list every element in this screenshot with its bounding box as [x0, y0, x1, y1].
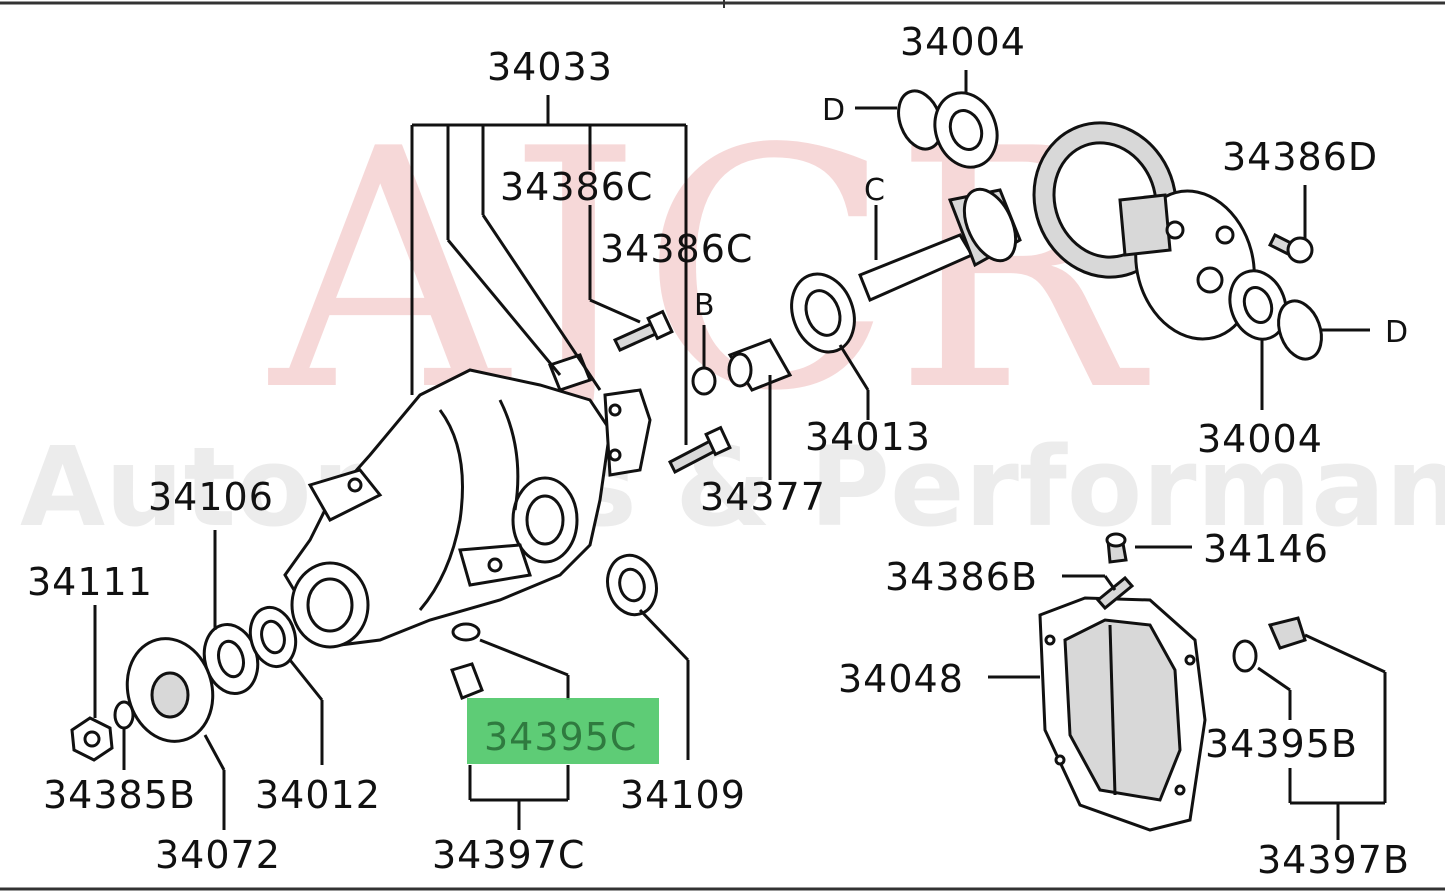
ring-gear-differential-case [1032, 121, 1256, 341]
label-34106: 34106 [148, 475, 274, 519]
ref-C: C [864, 173, 885, 208]
label-34395C: 34395C [484, 715, 637, 759]
label-34072: 34072 [155, 833, 281, 877]
ref-B: B [694, 288, 715, 323]
label-34386D: 34386D [1222, 135, 1378, 179]
bearing-34004-right [1228, 269, 1370, 410]
label-34377: 34377 [700, 475, 826, 519]
washer-34385B [113, 700, 135, 770]
label-34386C-b: 34386C [600, 227, 753, 271]
bearing-34106 [202, 530, 260, 695]
label-34111: 34111 [27, 560, 153, 604]
label-34013: 34013 [805, 415, 931, 459]
bolt-34386C-lower [668, 425, 732, 475]
watermark-main: AJCR [265, 79, 1151, 463]
label-34397C: 34397C [432, 833, 585, 877]
highlight-34395C [467, 698, 659, 764]
flange-34072 [125, 637, 226, 830]
drive-pinion [858, 187, 1022, 302]
label-34385B: 34385B [43, 773, 196, 817]
label-34146: 34146 [1203, 527, 1329, 571]
label-34386B: 34386B [885, 555, 1038, 599]
label-34033: 34033 [487, 45, 613, 89]
differential-carrier [283, 353, 652, 649]
ref-D-top: D [822, 93, 845, 128]
label-34109: 34109 [620, 773, 746, 817]
callout-34033 [410, 95, 688, 445]
bolt-34386D [1267, 185, 1314, 264]
oil-seal-34012 [248, 605, 324, 765]
label-34004-top: 34004 [900, 20, 1026, 64]
spacer-34377 [727, 338, 793, 480]
label-34048: 34048 [838, 657, 964, 701]
bearing-34013 [790, 272, 870, 420]
label-34397B: 34397B [1257, 838, 1410, 882]
bearing-34004-top [855, 70, 999, 169]
ref-D-right: D [1385, 315, 1408, 350]
washer-B [691, 325, 717, 396]
label-34012: 34012 [255, 773, 381, 817]
drain-plug-34397C [450, 622, 570, 830]
rear-cover-34048 [988, 596, 1207, 832]
bolt-34386C-upper [588, 205, 674, 352]
label-34395B: 34395B [1205, 722, 1358, 766]
oil-seal-34109 [606, 553, 690, 760]
drain-plug-34397B [1232, 616, 1387, 840]
label-34004-right: 34004 [1197, 417, 1323, 461]
watermark-sub: Autoparts & Performance [20, 423, 1445, 551]
breather-34146 [1105, 532, 1192, 564]
nut-34111 [70, 605, 114, 762]
bolt-34386B [1062, 574, 1135, 611]
label-34386C-a: 34386C [500, 165, 653, 209]
